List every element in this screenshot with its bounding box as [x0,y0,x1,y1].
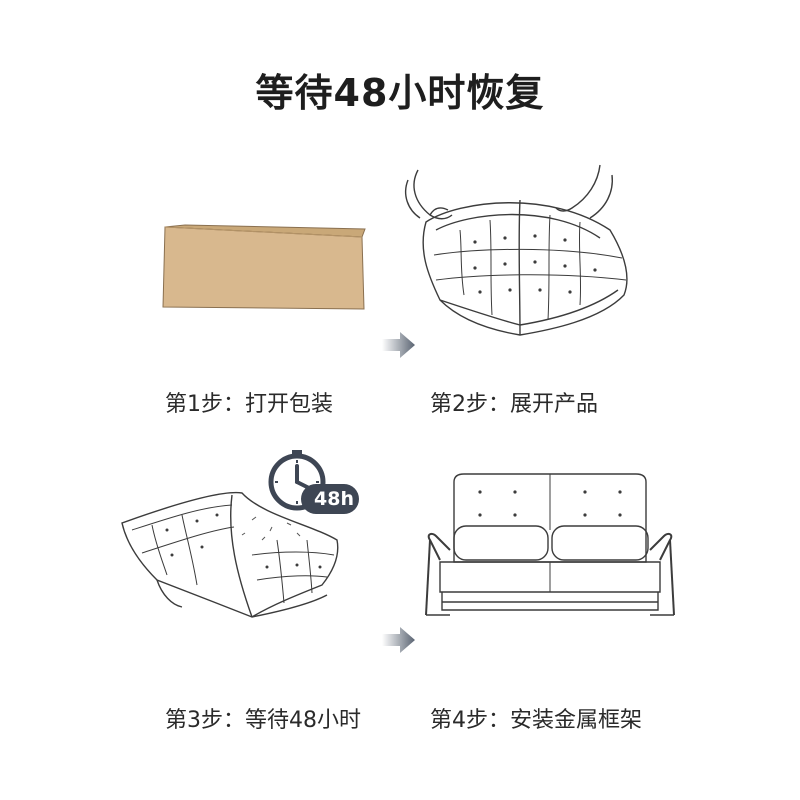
cardboard-box-illustration [162,224,366,310]
next-arrow-icon [382,627,415,653]
timer-badge-text: 48h [314,488,354,510]
unfolding-cushion-illustration [404,164,628,336]
step-1-label: 第1步：打开包装 [165,392,333,417]
step-3-label: 第3步：等待48小时 [165,708,361,733]
step-2-label: 第2步：展开产品 [430,392,598,417]
page-title: 等待48小时恢复 [255,71,545,115]
expanding-cushion-illustration [121,491,339,618]
sofa-bed-illustration [425,473,675,616]
step-4-label: 第4步：安装金属框架 [430,708,642,733]
next-arrow-icon [382,332,415,358]
clock-icon [268,450,359,514]
